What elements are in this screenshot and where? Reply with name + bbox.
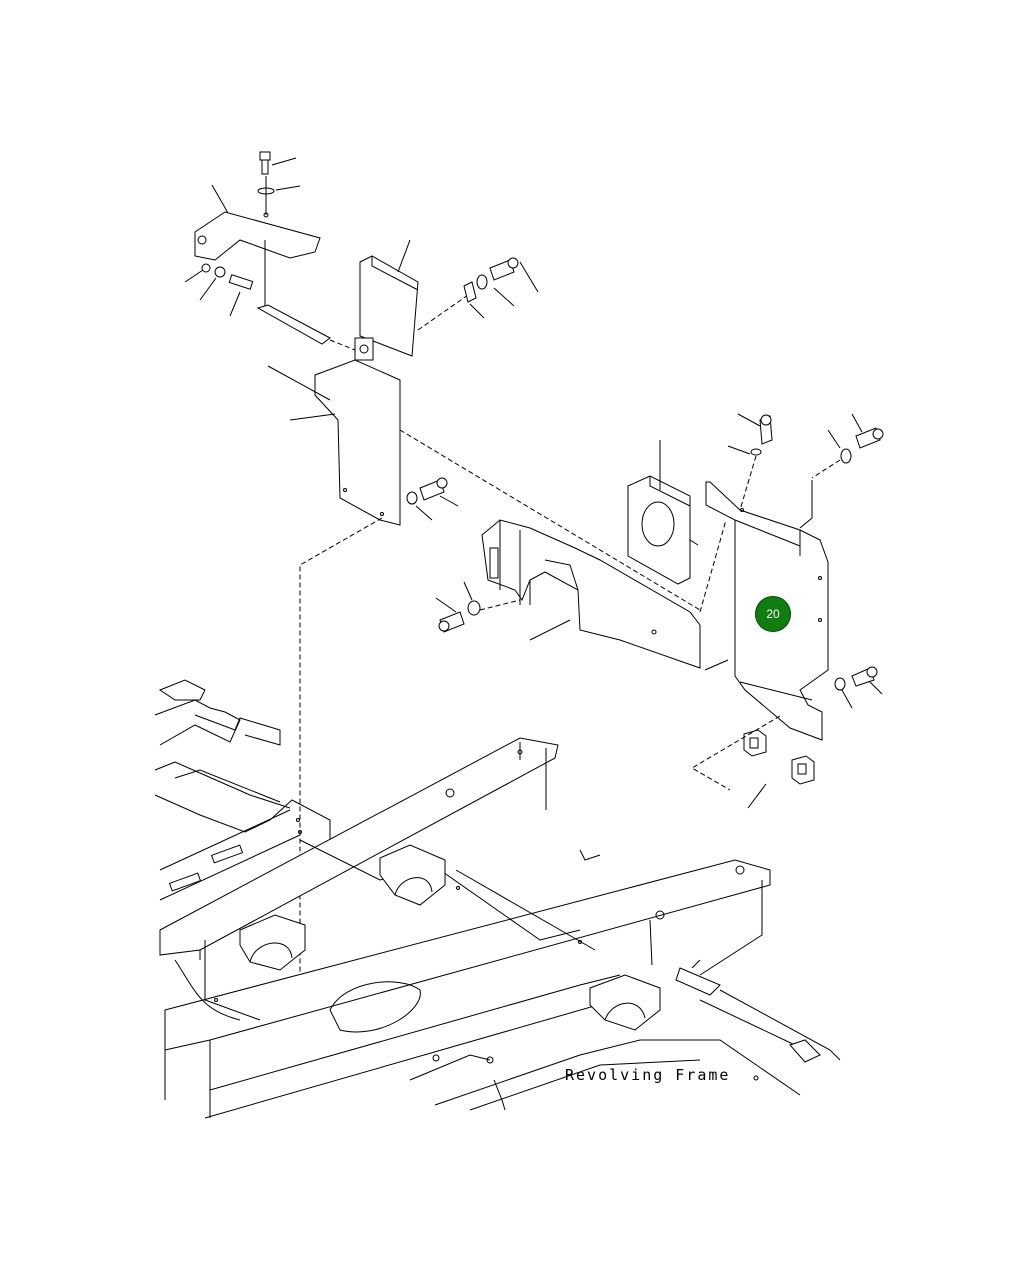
- callout-marker-20[interactable]: 20: [755, 596, 791, 632]
- bracket-plate: [194, 211, 321, 261]
- top-bracket-assembly: [184, 151, 356, 351]
- vertical-cover-plate: [267, 359, 701, 1010]
- link-bar: [256, 304, 331, 345]
- mount-block: [627, 440, 699, 585]
- small-clips: [691, 715, 815, 809]
- revolving-frame: [154, 679, 841, 1119]
- center-bracket: [435, 519, 701, 669]
- rubber-pad: [354, 239, 419, 361]
- top-right-fasteners: [417, 257, 539, 331]
- top-bolt: [259, 151, 297, 175]
- side-cover-panel: [699, 413, 884, 741]
- revolving-frame-label: Revolving Frame: [565, 1066, 731, 1084]
- callout-number: 20: [766, 607, 780, 621]
